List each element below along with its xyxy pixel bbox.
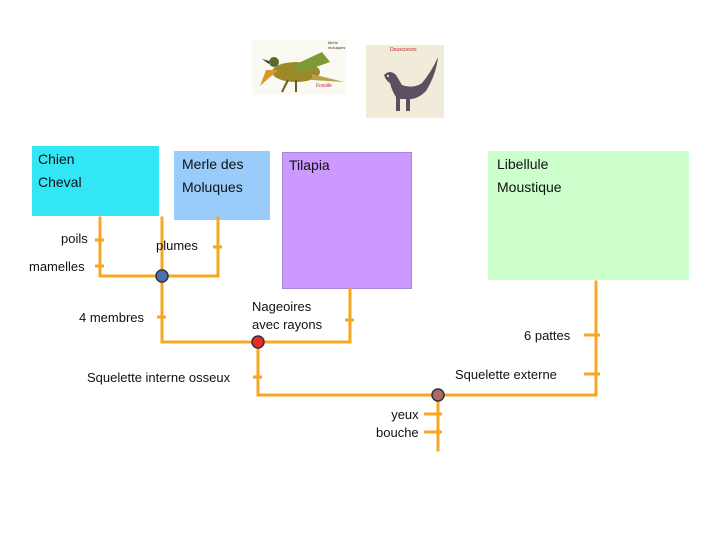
branch-insects [436,280,598,397]
bird-illustration [260,52,344,93]
insects-group-box: Libellule Moustique [488,151,689,280]
dinosaur-illustration [384,57,438,111]
bird-caption-bottom: Fossile [316,83,332,89]
node-vertebrates [251,335,265,349]
label-squelette-externe: Squelette externe [455,367,557,382]
archaeopteryx-image: Merle moluques Fossile [252,40,346,95]
branch-fish [256,287,352,344]
birds-group-text: Merle des Moluques [182,156,244,195]
label-mamelles: mamelles [29,259,85,274]
fish-group-text: Tilapia [289,157,330,173]
bird-caption-top: Merle moluques [328,40,346,50]
dinosaur-image: Deuxcoeurs [366,45,444,118]
label-4-membres: 4 membres [79,310,145,325]
mammals-group-text: Chien Cheval [38,151,82,190]
branch-amniotes [160,274,260,344]
dino-caption: Deuxcoeurs [390,47,417,53]
mammals-group-box: Chien Cheval [32,146,159,216]
label-nageoires: Nageoires avec rayons [252,299,323,332]
label-6-pattes: 6 pattes [524,328,571,343]
branch-birds [160,216,220,278]
label-poils: poils [61,231,88,246]
label-yeux-bouche: yeux bouche [376,407,419,440]
fish-group-box: Tilapia [282,152,412,289]
label-squelette-interne: Squelette interne osseux [87,370,231,385]
node-amniotes [155,269,169,283]
branch-vertebrates [256,340,440,397]
branch-mammals [98,216,164,278]
insects-group-text: Libellule Moustique [497,156,562,195]
birds-group-box: Merle des Moluques [174,151,270,220]
label-plumes: plumes [156,238,198,253]
node-root [431,388,445,402]
